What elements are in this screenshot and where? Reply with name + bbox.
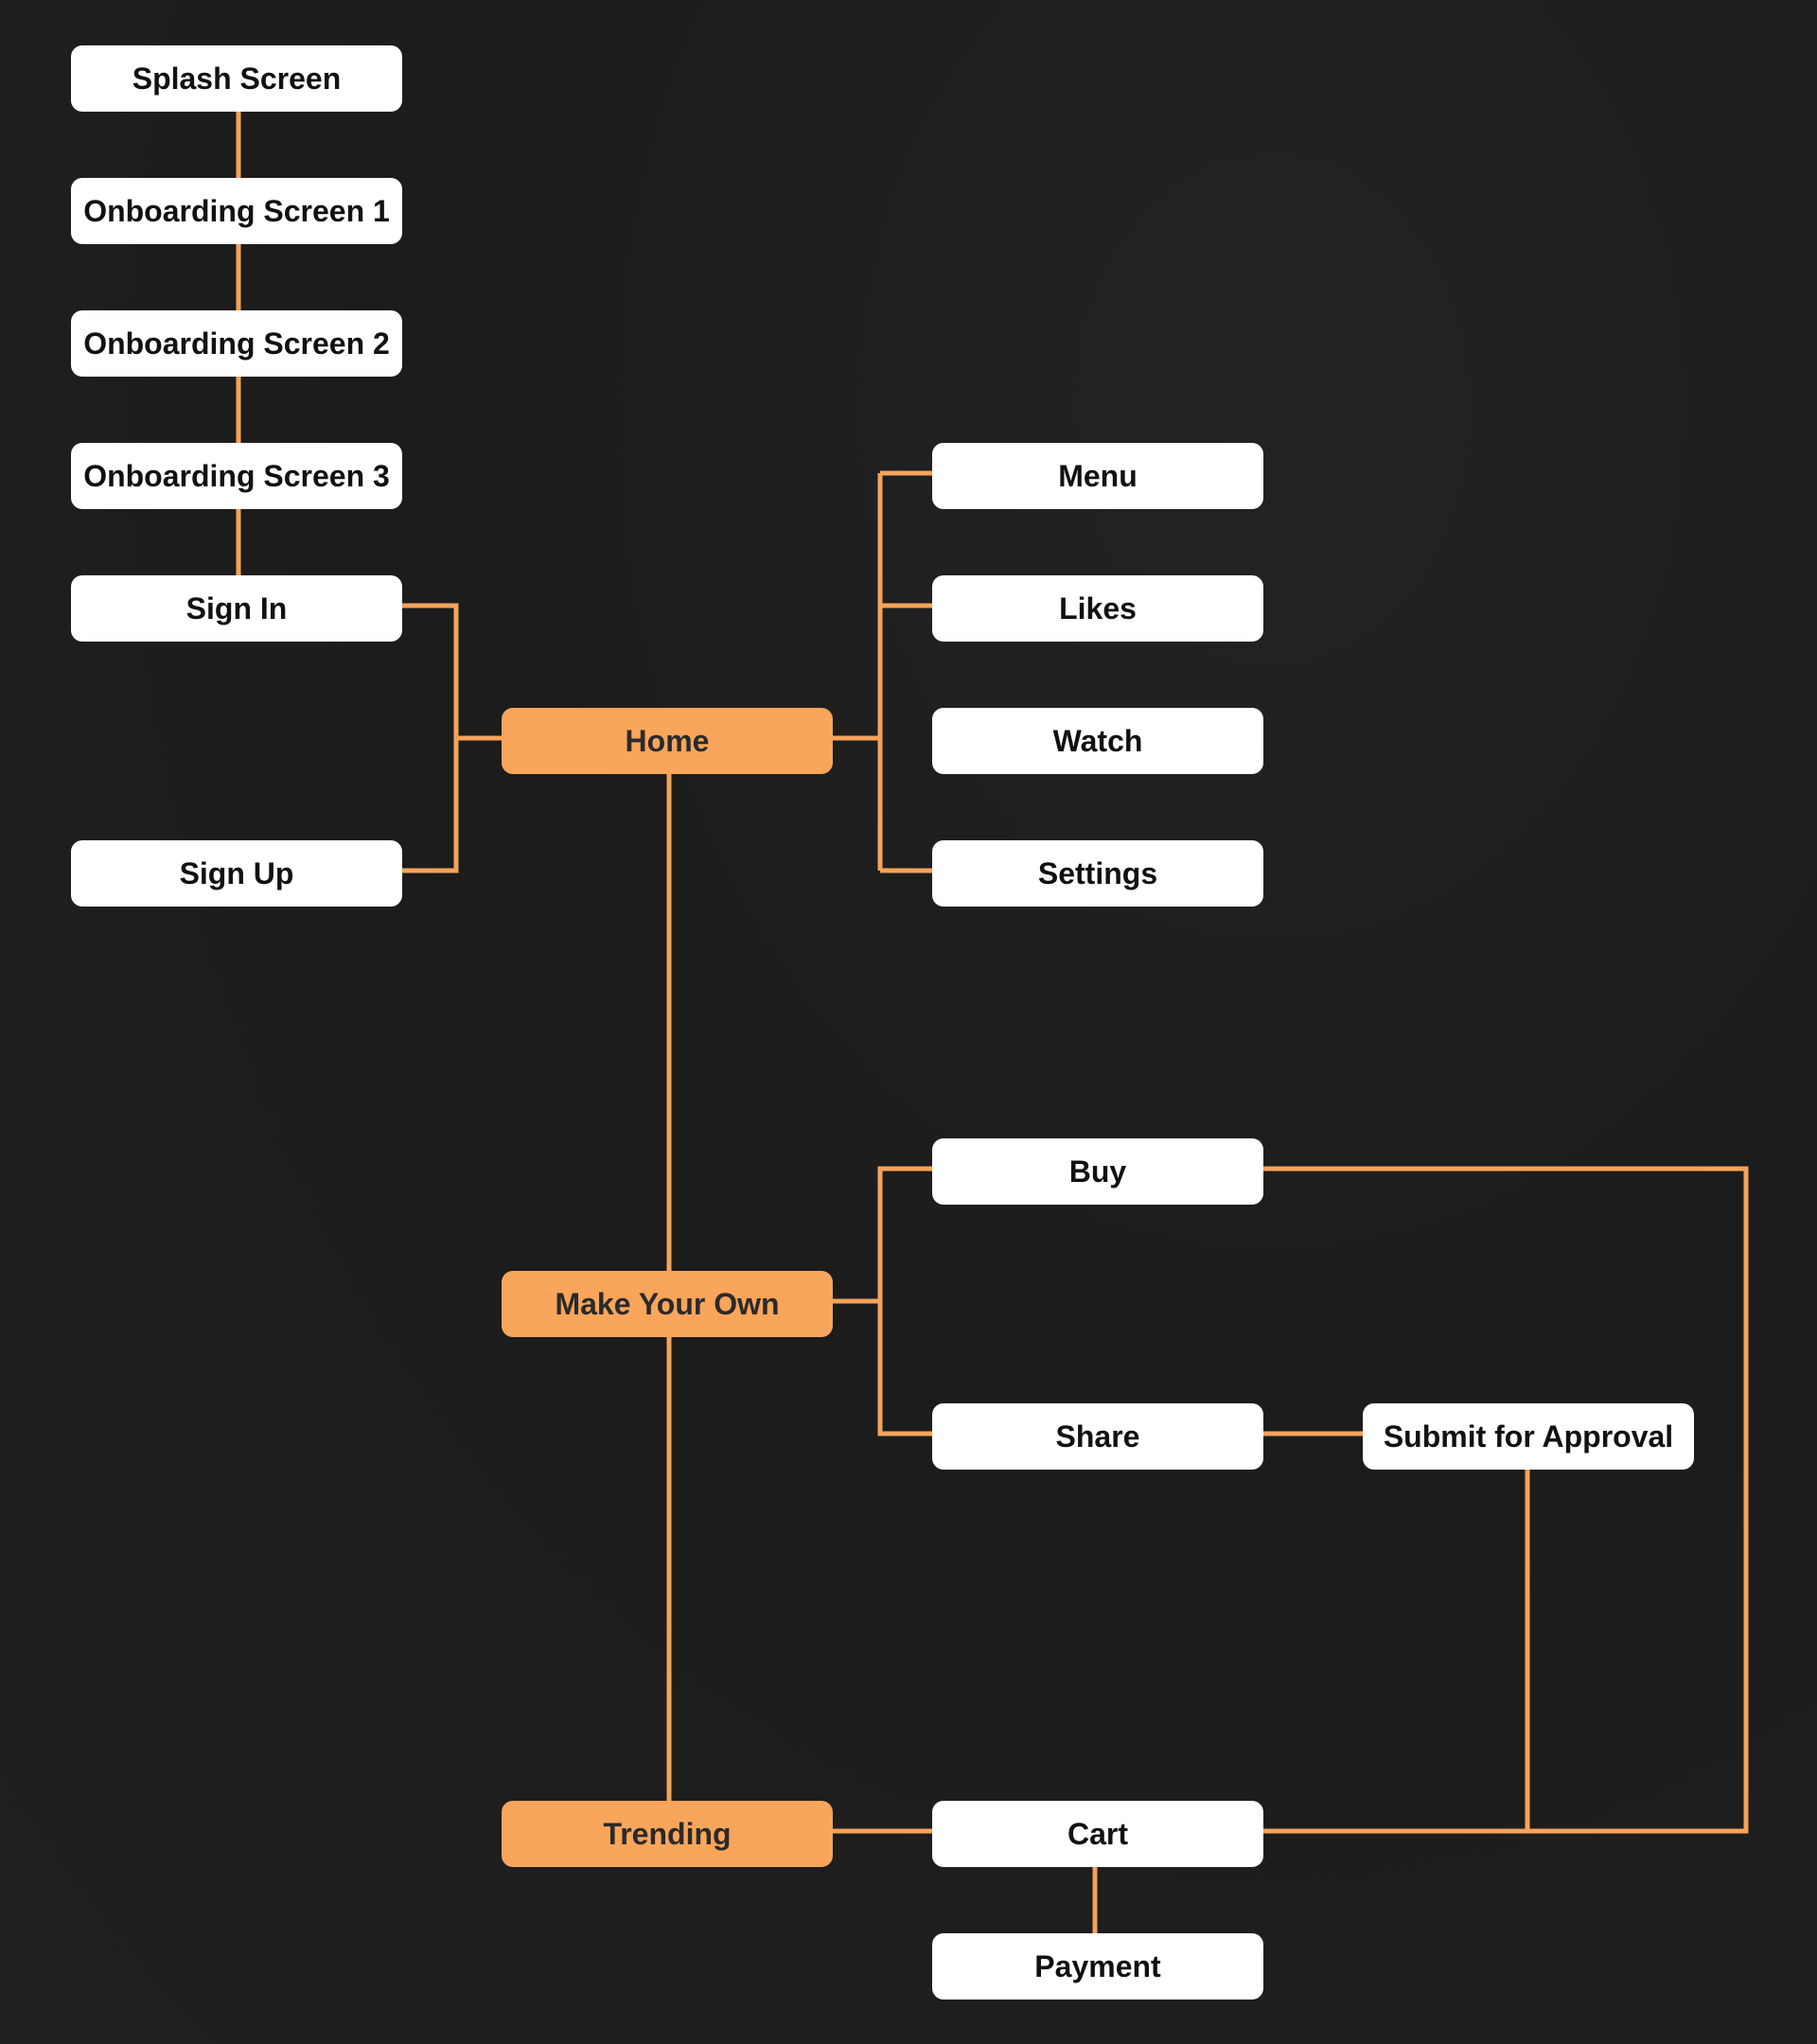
node-home[interactable]: Home [502,708,833,774]
node-label: Payment [1034,1948,1161,1983]
node-label: Sign In [185,590,288,626]
node-sign-in[interactable]: Sign In [71,575,402,642]
node-label: Onboarding Screen 1 [83,193,390,228]
node-splash-screen[interactable]: Splash Screen [71,45,402,112]
node-label: Submit for Approval [1383,1418,1674,1454]
node-make-your-own[interactable]: Make Your Own [502,1271,833,1337]
node-settings[interactable]: Settings [932,840,1263,907]
node-label: Onboarding Screen 3 [83,458,390,493]
node-watch[interactable]: Watch [932,708,1263,774]
node-onboarding-screen-2[interactable]: Onboarding Screen 2 [71,310,402,377]
node-onboarding-screen-3[interactable]: Onboarding Screen 3 [71,443,402,509]
node-submit-for-approval[interactable]: Submit for Approval [1363,1403,1694,1470]
node-label: Home [625,723,710,758]
node-likes[interactable]: Likes [932,575,1263,642]
node-label: Likes [1059,590,1137,626]
node-onboarding-screen-1[interactable]: Onboarding Screen 1 [71,178,402,244]
node-label: Menu [1058,458,1138,493]
node-label: Settings [1037,855,1158,890]
node-buy[interactable]: Buy [932,1138,1263,1205]
node-label: Cart [1067,1816,1128,1851]
node-menu[interactable]: Menu [932,443,1263,509]
connector-signin-home [402,603,459,873]
node-payment[interactable]: Payment [932,1933,1263,2000]
node-share[interactable]: Share [932,1403,1263,1470]
node-label: Share [1055,1418,1140,1454]
node-label: Onboarding Screen 2 [83,326,390,361]
connector-buy-share-vertical [877,1166,932,1436]
node-cart[interactable]: Cart [932,1801,1263,1867]
node-label: Splash Screen [132,61,342,96]
node-label: Sign Up [179,855,294,890]
node-label: Make Your Own [555,1286,780,1321]
node-trending[interactable]: Trending [502,1801,833,1867]
node-label: Watch [1052,723,1143,758]
connector-buy-cart [1263,1166,1749,1834]
node-sign-up[interactable]: Sign Up [71,840,402,907]
node-label: Buy [1068,1154,1127,1189]
node-label: Trending [603,1816,732,1851]
